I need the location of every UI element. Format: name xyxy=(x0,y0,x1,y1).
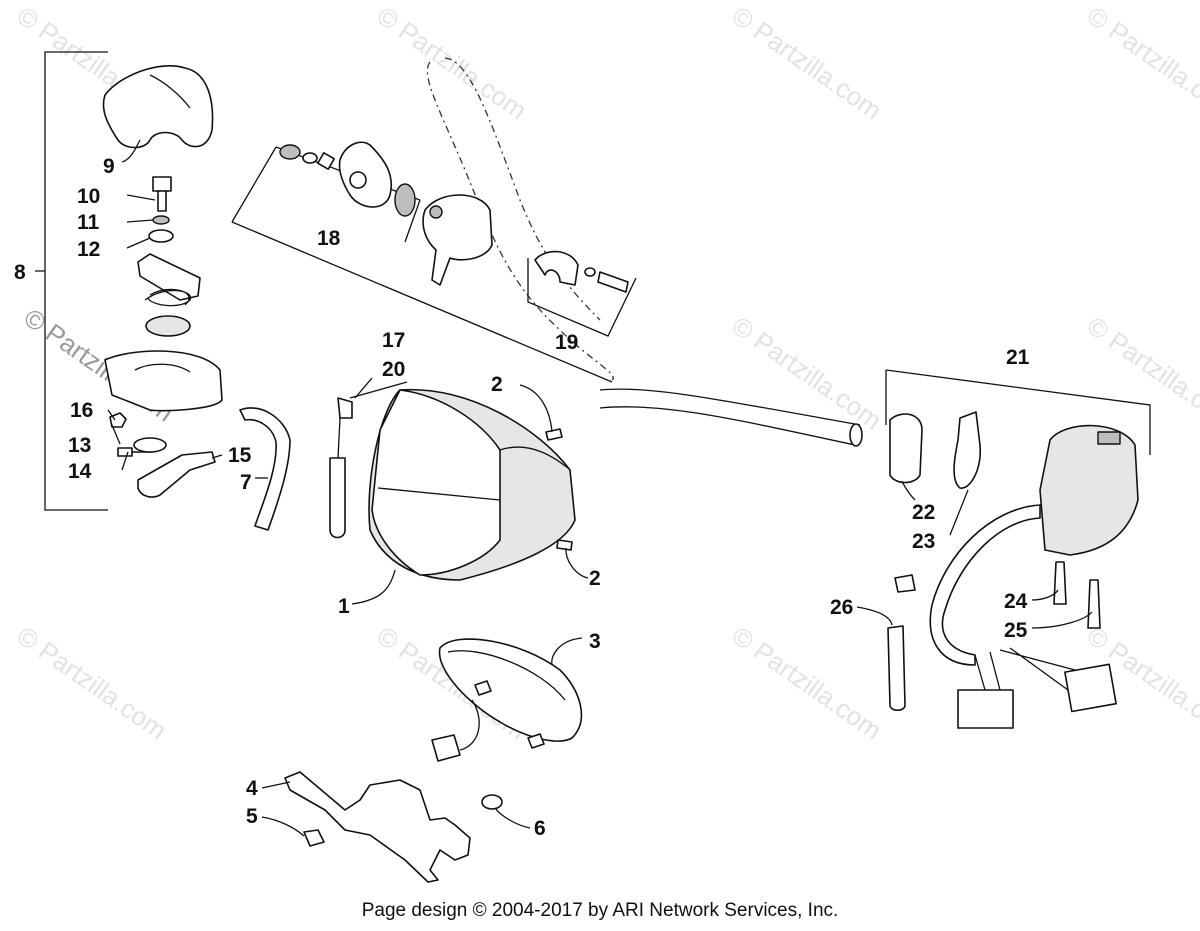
handlebar-left-dashed xyxy=(426,61,614,381)
callout-6: 6 xyxy=(534,817,546,840)
knob-hub xyxy=(349,171,367,189)
callout-11: 11 xyxy=(77,211,100,234)
callout-22: 22 xyxy=(912,501,935,524)
handlebar-end xyxy=(849,423,863,447)
flat-washer xyxy=(148,229,174,243)
clamp xyxy=(534,250,579,286)
lock-washer xyxy=(152,215,170,225)
handlebar-right xyxy=(599,388,861,446)
watermark: © Partzilla.com xyxy=(1082,310,1200,435)
callout-labels: 1 2 2 3 4 5 6 7 8 9 10 11 12 13 14 15 16… xyxy=(14,155,1030,840)
callout-10: 10 xyxy=(77,185,100,208)
connector-1 xyxy=(957,689,1014,729)
pod-screw-24 xyxy=(1053,561,1067,605)
watermark: © Partzilla.com xyxy=(12,620,173,745)
harness-wires xyxy=(974,647,1076,691)
washer-small xyxy=(302,152,318,164)
callout-9: 9 xyxy=(103,155,115,178)
bracket-18 xyxy=(231,146,613,383)
watermark: © Partzilla.com xyxy=(727,0,888,125)
callout-19: 19 xyxy=(555,331,578,354)
callout-24: 24 xyxy=(1004,590,1028,613)
brake-master-body xyxy=(422,194,493,286)
gauge-bracket xyxy=(284,771,471,883)
headlight-housing xyxy=(368,388,576,581)
gauge-stud-1 xyxy=(474,680,492,696)
callout-4: 4 xyxy=(246,777,258,800)
callout-20: 20 xyxy=(382,358,405,381)
callout-2-top: 2 xyxy=(491,373,503,396)
callout-3: 3 xyxy=(589,630,601,653)
bracket-21 xyxy=(885,369,1151,455)
watermark: © Partzilla.com xyxy=(1082,0,1200,125)
callout-17: 17 xyxy=(382,329,405,352)
throttle-seal xyxy=(133,437,167,453)
throttle-cover xyxy=(102,65,214,149)
callout-7: 7 xyxy=(240,471,252,494)
speedometer-gauge xyxy=(438,638,583,742)
bracket-clip xyxy=(303,829,325,847)
bracket-19 xyxy=(527,258,637,337)
gauge-connector xyxy=(431,734,461,762)
master-fitting xyxy=(429,205,443,219)
callout-16: 16 xyxy=(70,399,93,422)
housing-detail xyxy=(134,363,191,373)
watermark: © Partzilla.com xyxy=(727,620,888,745)
gauge-stud-2 xyxy=(527,733,545,749)
wire-sleeve xyxy=(887,574,916,712)
grommet xyxy=(481,794,503,810)
callout-8: 8 xyxy=(14,261,26,284)
clamp-washer xyxy=(584,267,596,277)
bulb-cable xyxy=(329,397,353,539)
callout-14: 14 xyxy=(68,460,92,483)
return-spring xyxy=(144,288,192,307)
bulb-wire xyxy=(337,417,341,459)
connector-2 xyxy=(1064,663,1117,713)
switch-pod xyxy=(1039,424,1139,556)
callout-1: 1 xyxy=(338,595,350,618)
screw-2-bottom xyxy=(556,539,573,551)
throttle-cable xyxy=(239,407,291,531)
bracket-8 xyxy=(35,51,108,511)
callout-23: 23 xyxy=(912,530,935,553)
bolt xyxy=(152,176,172,212)
watermark: © Partzilla.com xyxy=(372,0,533,125)
gauge-wire xyxy=(459,699,480,751)
callout-5: 5 xyxy=(246,805,258,828)
leader-lines xyxy=(107,139,1093,837)
square-nut xyxy=(317,152,335,170)
throttle-lever xyxy=(137,451,216,498)
small-screw xyxy=(279,144,301,160)
watermark: © Partzilla.com xyxy=(727,310,888,435)
switch-knob xyxy=(338,141,392,208)
callout-18: 18 xyxy=(317,227,341,250)
switch-oring xyxy=(394,183,416,217)
clamp-bolt xyxy=(597,271,629,293)
throttle-housing xyxy=(104,350,223,412)
seal-ring xyxy=(145,315,191,337)
screw-2-top xyxy=(545,428,563,441)
callout-26: 26 xyxy=(830,596,853,619)
callout-21: 21 xyxy=(1006,346,1030,369)
switch-button xyxy=(1097,431,1121,445)
wire-harness xyxy=(929,504,1041,666)
callout-2-bottom: 2 xyxy=(589,567,601,590)
pod-screw-25 xyxy=(1087,579,1101,629)
switch-clamp xyxy=(953,411,981,489)
page-footer: Page design © 2004-2017 by ARI Network S… xyxy=(361,900,839,921)
callout-25: 25 xyxy=(1004,619,1028,642)
callout-12: 12 xyxy=(77,238,100,261)
throttle-arm xyxy=(137,253,201,301)
cable-tie xyxy=(889,413,923,484)
callout-15: 15 xyxy=(228,444,252,467)
callout-13: 13 xyxy=(68,434,91,457)
